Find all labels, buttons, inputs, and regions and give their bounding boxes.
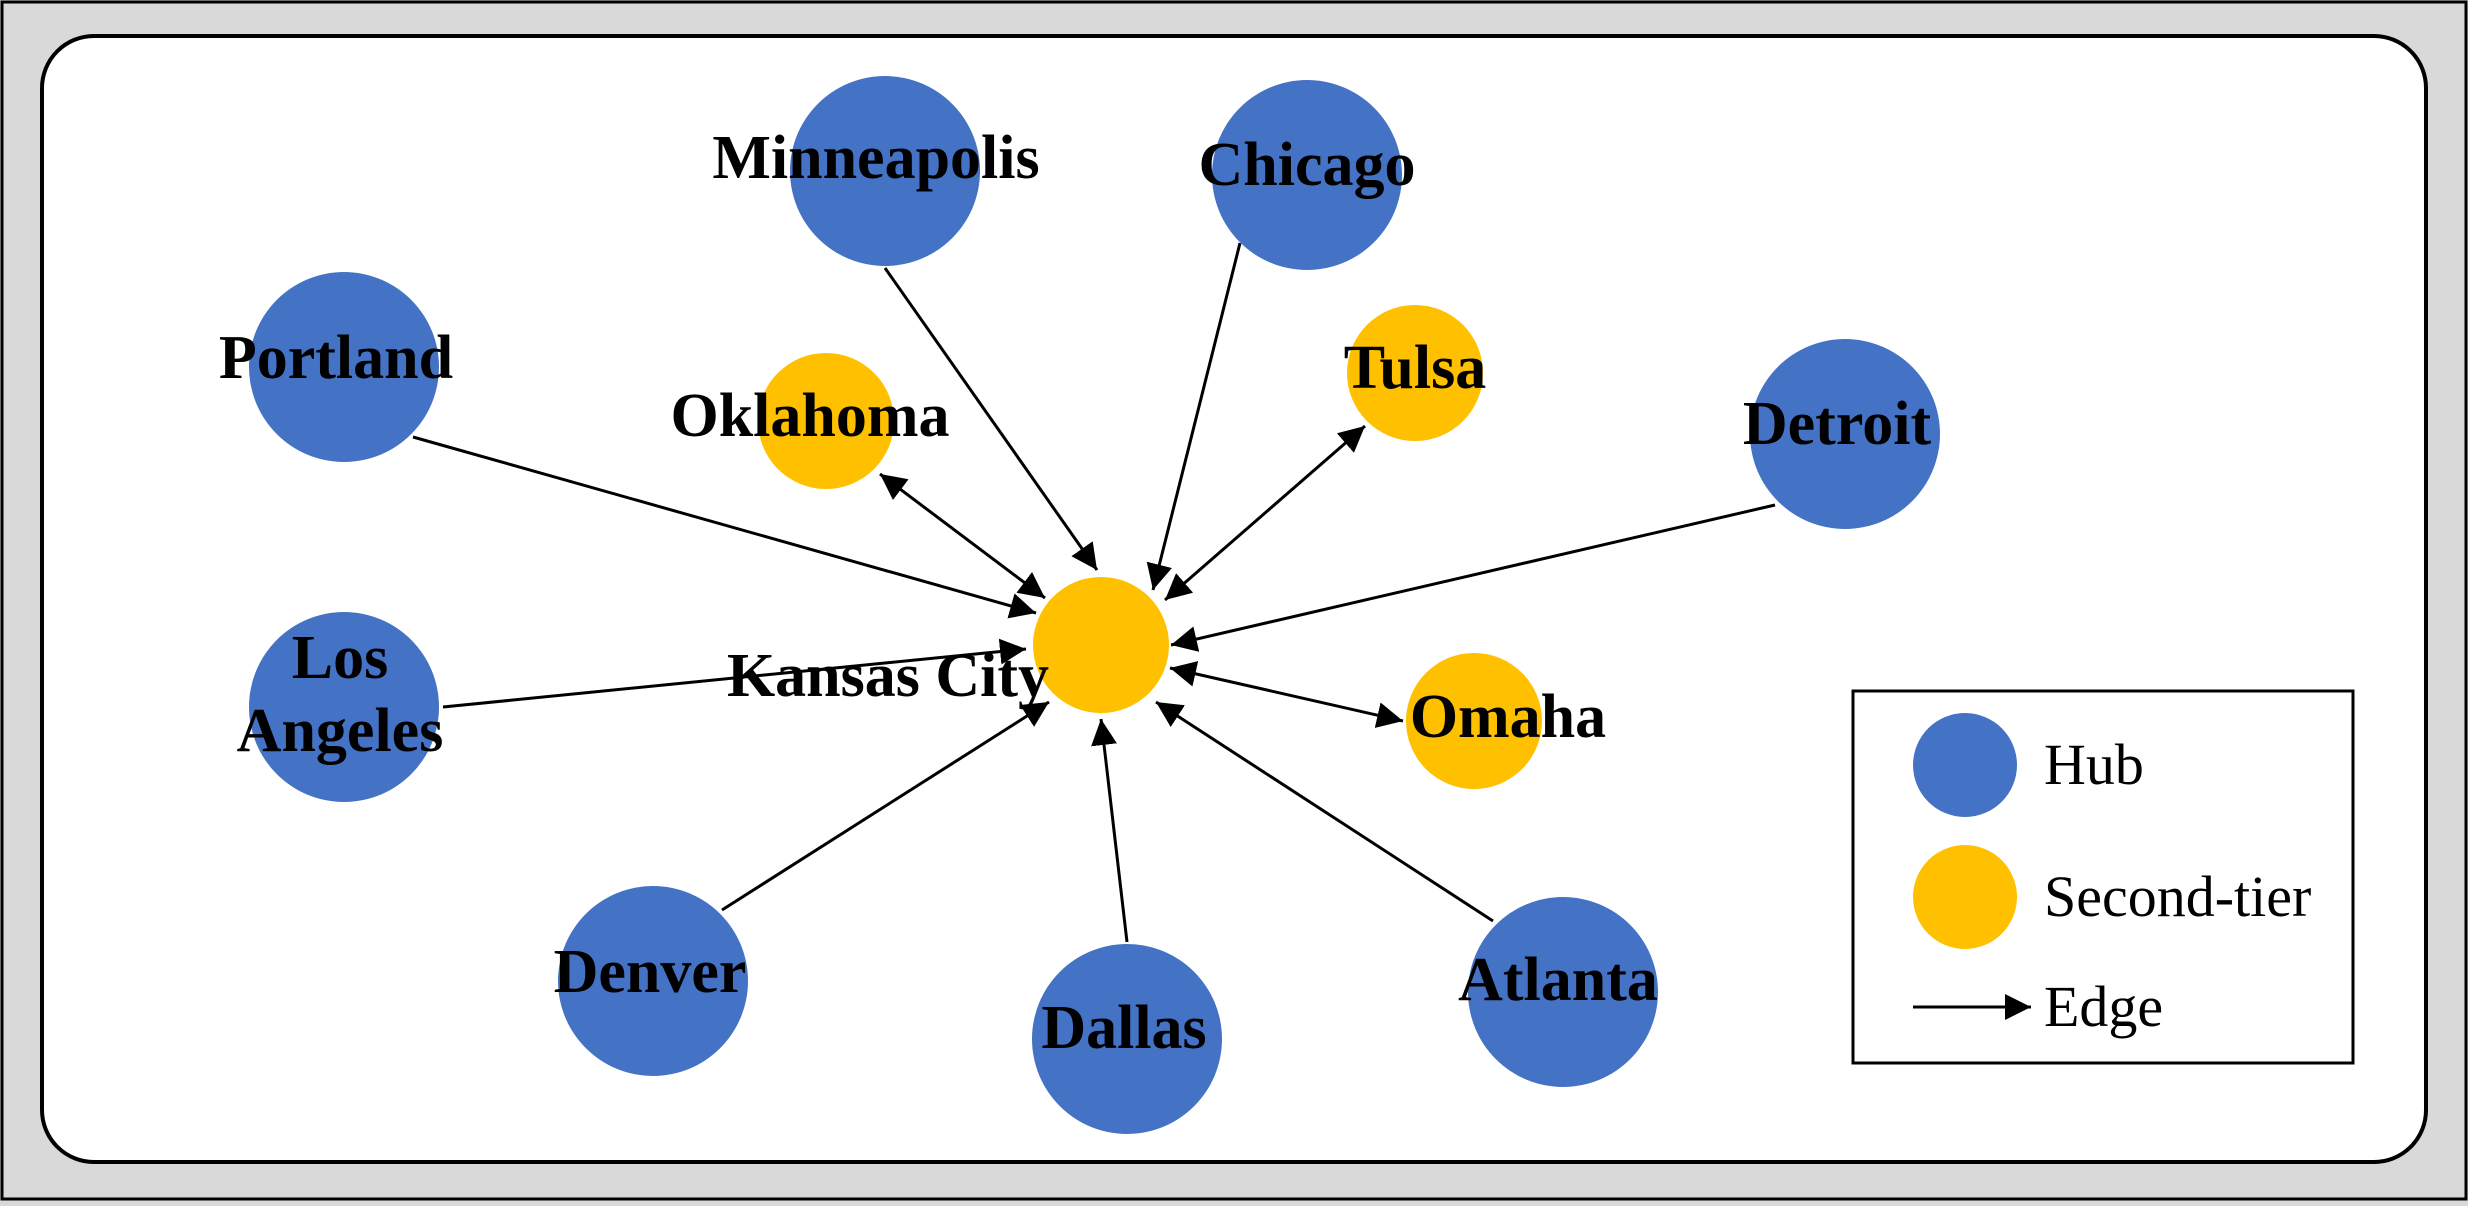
legend-second-tier-label: Second-tier — [2044, 864, 2311, 929]
node-kansas-city — [1033, 577, 1169, 713]
edges-layer — [412, 242, 1776, 943]
node-denver — [558, 886, 748, 1076]
node-label-tulsa: Tulsa — [1344, 334, 1487, 402]
node-oklahoma — [758, 353, 894, 489]
node-label-portland: Portland — [219, 324, 453, 392]
edge-los-angeles-to-kansas-city — [442, 638, 1027, 709]
edge-atlanta-to-kansas-city — [1155, 700, 1494, 923]
legend-second-tier-swatch — [1913, 845, 2017, 949]
node-label-omaha: Omaha — [1410, 683, 1606, 751]
node-label-denver: Denver — [554, 938, 747, 1006]
edge-minneapolis-to-kansas-city — [883, 267, 1099, 571]
node-los-angeles — [249, 612, 439, 802]
node-label-detroit: Detroit — [1743, 390, 1932, 458]
node-label-dallas: Dallas — [1041, 994, 1206, 1062]
node-dallas — [1032, 944, 1222, 1134]
node-label-oklahoma: Oklahoma — [670, 382, 949, 450]
node-label-minneapolis: Minneapolis — [712, 124, 1039, 192]
edge-kansas-city-to-omaha — [1169, 661, 1404, 728]
node-omaha — [1406, 653, 1542, 789]
node-detroit — [1750, 339, 1940, 529]
node-tulsa — [1347, 305, 1483, 441]
edge-dallas-to-kansas-city — [1091, 718, 1129, 943]
node-chicago — [1212, 80, 1402, 270]
edge-kansas-city-to-tulsa — [1164, 424, 1366, 602]
legend-edge-label: Edge — [2044, 974, 2163, 1039]
edge-denver-to-kansas-city — [721, 700, 1050, 912]
edge-kansas-city-to-oklahoma — [879, 472, 1046, 600]
node-atlanta — [1468, 897, 1658, 1087]
legend-hub-label: Hub — [2044, 732, 2144, 797]
legend-hub-swatch — [1913, 713, 2017, 817]
node-portland — [249, 272, 439, 462]
edge-detroit-to-kansas-city — [1170, 503, 1776, 652]
nodes-layer — [249, 76, 1940, 1134]
node-minneapolis — [790, 76, 980, 266]
node-label-kansas-city: Kansas City — [727, 642, 1049, 710]
node-label-chicago: Chicago — [1199, 131, 1416, 199]
legend: Hub Second-tier Edge — [1851, 689, 2355, 1065]
node-label-atlanta: Atlanta — [1458, 946, 1658, 1014]
